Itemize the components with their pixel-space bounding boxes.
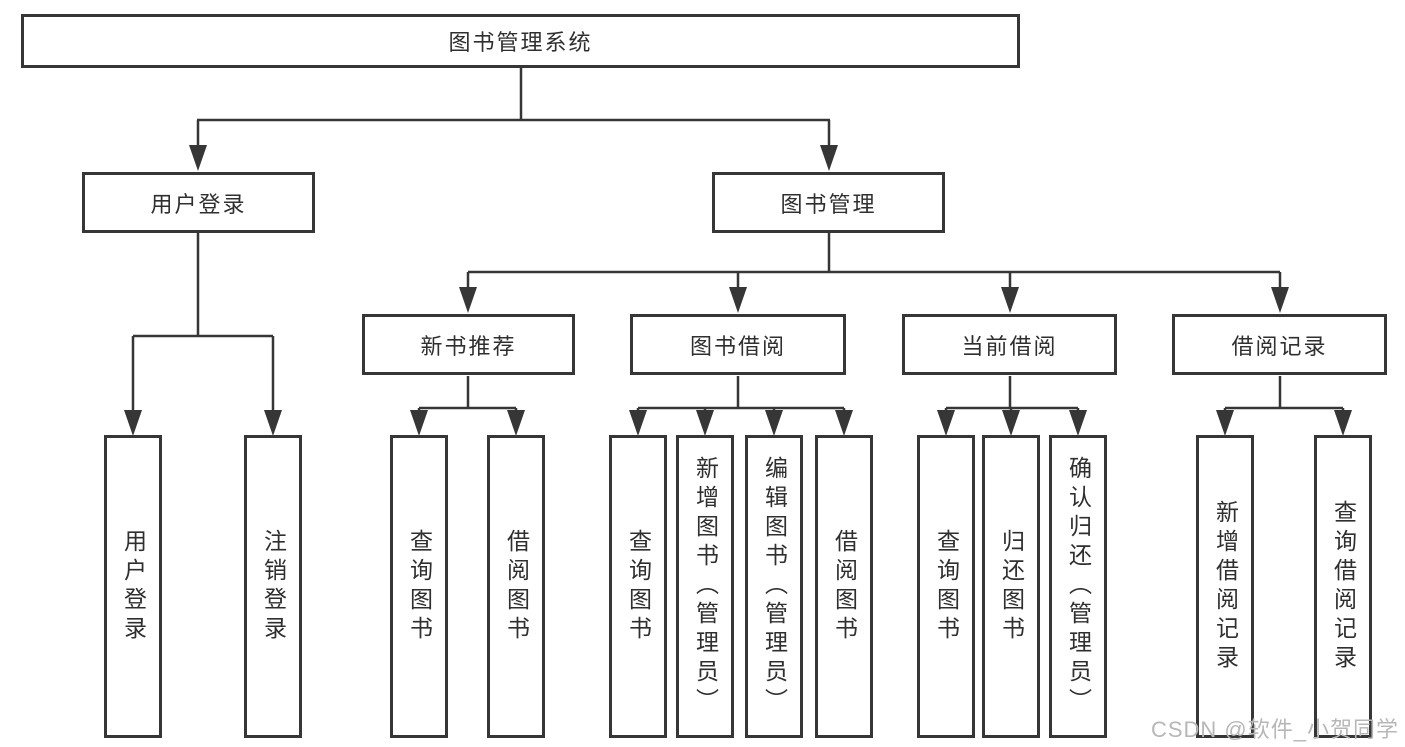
leaf-query-books-current: 查询图书 <box>917 435 975 738</box>
node-book-borrow-label: 图书借阅 <box>689 333 786 359</box>
leaf-query-books-recommend: 查询图书 <box>390 435 448 738</box>
node-user-login: 用户登录 <box>82 172 315 233</box>
watermark: CSDN @软件_小贺同学 <box>1150 717 1399 742</box>
leaf-confirm-return-admin: 确认归还（管理员） <box>1049 435 1107 738</box>
leaf-logout-label: 注销登录 <box>260 528 287 645</box>
leaf-confirm-return-admin-label: 确认归还（管理员） <box>1065 456 1092 717</box>
leaf-query-books-recommend-label: 查询图书 <box>406 528 433 645</box>
node-borrow-records-label: 借阅记录 <box>1231 333 1328 359</box>
leaf-borrow-books-label: 借阅图书 <box>831 528 858 645</box>
leaf-add-books-admin: 新增图书（管理员） <box>676 435 734 738</box>
leaf-logout: 注销登录 <box>244 435 302 738</box>
leaf-borrow-books-recommend-label: 借阅图书 <box>503 528 530 645</box>
leaf-borrow-books-recommend: 借阅图书 <box>487 435 545 738</box>
node-current-borrow-label: 当前借阅 <box>961 333 1058 359</box>
leaf-return-books: 归还图书 <box>982 435 1040 738</box>
arrowheads <box>124 145 1352 436</box>
leaf-add-borrow-record-label: 新增借阅记录 <box>1212 499 1239 674</box>
node-new-book-recommend-label: 新书推荐 <box>420 333 517 359</box>
connector-stems <box>131 68 1345 414</box>
leaf-user-login-label: 用户登录 <box>120 528 147 645</box>
leaf-return-books-label: 归还图书 <box>998 528 1025 645</box>
node-new-book-recommend: 新书推荐 <box>362 314 575 375</box>
leaf-add-books-admin-label: 新增图书（管理员） <box>692 456 719 717</box>
node-current-borrow: 当前借阅 <box>902 314 1117 375</box>
node-borrow-records: 借阅记录 <box>1172 314 1387 375</box>
node-root-label: 图书管理系统 <box>448 30 593 55</box>
leaf-query-borrow-record: 查询借阅记录 <box>1314 435 1372 738</box>
node-root-system: 图书管理系统 <box>21 14 1020 68</box>
leaf-query-books-borrow-label: 查询图书 <box>625 528 652 645</box>
leaf-query-books-current-label: 查询图书 <box>933 528 960 645</box>
node-user-login-label: 用户登录 <box>150 191 247 217</box>
leaf-query-borrow-record-label: 查询借阅记录 <box>1330 499 1357 674</box>
leaf-user-login: 用户登录 <box>104 435 162 738</box>
node-book-management-label: 图书管理 <box>780 191 877 217</box>
leaf-add-borrow-record: 新增借阅记录 <box>1196 435 1254 738</box>
leaf-edit-books-admin-label: 编辑图书（管理员） <box>761 456 788 717</box>
leaf-borrow-books: 借阅图书 <box>815 435 873 738</box>
node-book-management: 图书管理 <box>712 172 945 233</box>
leaf-edit-books-admin: 编辑图书（管理员） <box>745 435 803 738</box>
node-book-borrow: 图书借阅 <box>630 314 846 375</box>
leaf-query-books-borrow: 查询图书 <box>609 435 667 738</box>
